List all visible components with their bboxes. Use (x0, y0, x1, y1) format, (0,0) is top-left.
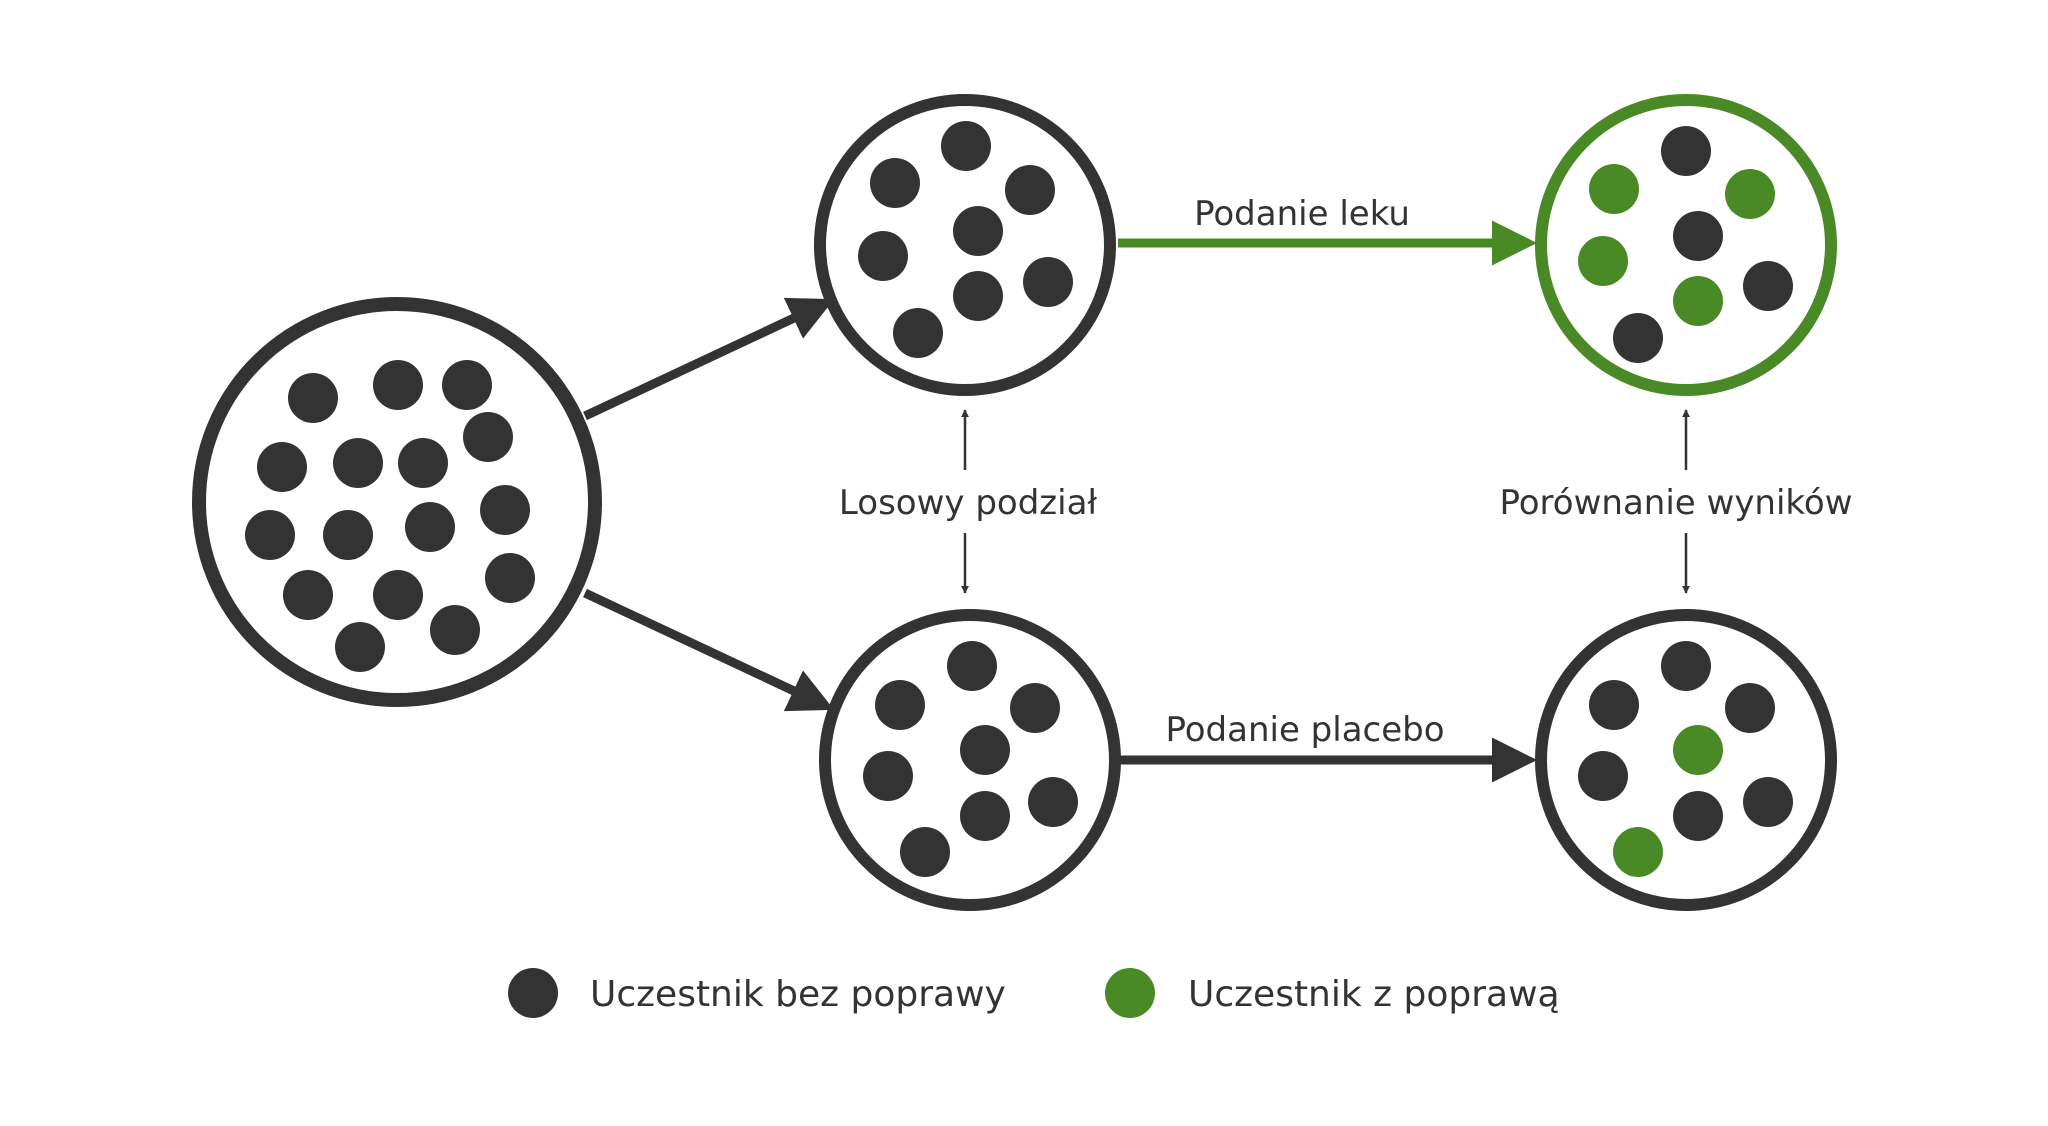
arrow-to-drug-group (583, 297, 835, 421)
participant-dot (858, 231, 908, 281)
participant-dot (863, 751, 913, 801)
drug-group-before-circle (814, 94, 1116, 396)
participant-dot (442, 360, 492, 410)
participant-dot (1673, 791, 1723, 841)
participant-dot (947, 641, 997, 691)
comparison-label: Porównanie wyników (1499, 483, 1852, 523)
legend-improvement-label: Uczestnik z poprawą (1188, 974, 1560, 1015)
participant-dot (1673, 211, 1723, 261)
participant-dot (870, 158, 920, 208)
randomization-label: Losowy podział (839, 483, 1097, 523)
participant-dot (1010, 683, 1060, 733)
participant-dot (953, 206, 1003, 256)
drug-label: Podanie leku (1194, 194, 1410, 234)
participant-dot (398, 438, 448, 488)
participant-dot (480, 485, 530, 535)
placebo-group-before-circle (819, 609, 1121, 911)
placebo-group-after (1535, 609, 1837, 911)
participant-dot (1578, 751, 1628, 801)
participant-dot (960, 725, 1010, 775)
participant-dot (875, 680, 925, 730)
participant-dot (941, 121, 991, 171)
participant-dot (245, 510, 295, 560)
legend-green-dot (1105, 968, 1155, 1018)
participant-dot (485, 553, 535, 603)
participant-dot (1743, 261, 1793, 311)
participant-dot (257, 442, 307, 492)
legend-dark-dot (508, 968, 558, 1018)
participant-dot (960, 791, 1010, 841)
participant-dot (1028, 777, 1078, 827)
drug-group-after (1535, 94, 1837, 396)
participant-dot (1661, 641, 1711, 691)
participant-dot (1023, 257, 1073, 307)
arrow-to-placebo-group (583, 588, 835, 712)
improved-participant-dot (1725, 169, 1775, 219)
legend: Uczestnik bez poprawy Uczestnik z popraw… (508, 968, 1560, 1018)
placebo-label: Podanie placebo (1165, 710, 1444, 750)
participant-dot (1005, 165, 1055, 215)
participant-dot (953, 271, 1003, 321)
participant-dot (1589, 680, 1639, 730)
improved-participant-dot (1673, 276, 1723, 326)
population-circle (192, 297, 602, 707)
participant-dot (405, 502, 455, 552)
legend-no-improvement-label: Uczestnik bez poprawy (590, 974, 1006, 1015)
participant-dot (463, 412, 513, 462)
drug-group-after-circle (1535, 94, 1837, 396)
improved-participant-dot (1673, 725, 1723, 775)
participant-dot (283, 570, 333, 620)
placebo-group-before (819, 609, 1121, 911)
participant-dot (900, 827, 950, 877)
improved-participant-dot (1613, 827, 1663, 877)
improved-participant-dot (1578, 236, 1628, 286)
participant-dot (373, 570, 423, 620)
participant-dot (335, 622, 385, 672)
placebo-group-after-circle (1535, 609, 1837, 911)
participant-dot (1661, 126, 1711, 176)
participant-dot (1613, 313, 1663, 363)
participant-dot (323, 510, 373, 560)
participant-dot (893, 308, 943, 358)
drug-group-before (814, 94, 1116, 396)
participant-dot (288, 373, 338, 423)
participant-dot (333, 438, 383, 488)
participant-dot (430, 605, 480, 655)
population-group (192, 297, 602, 707)
participant-dot (373, 360, 423, 410)
participant-dot (1725, 683, 1775, 733)
participant-dot (1743, 777, 1793, 827)
improved-participant-dot (1589, 164, 1639, 214)
